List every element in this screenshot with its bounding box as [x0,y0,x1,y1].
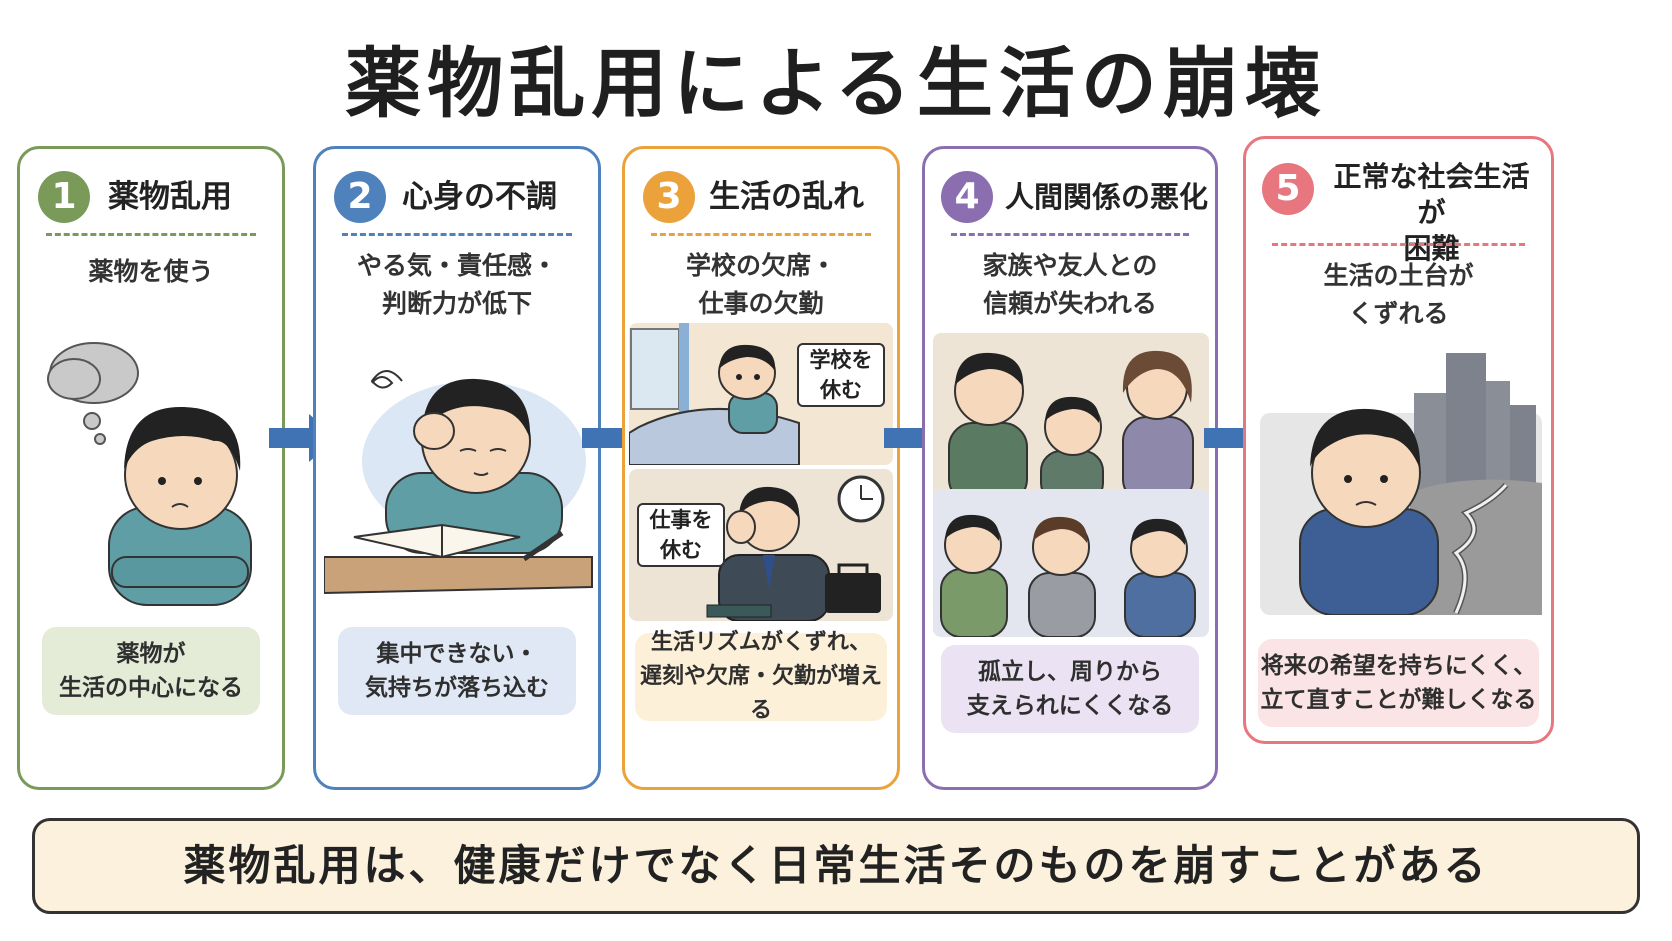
step-divider-3 [651,233,871,236]
step-result-5: 将来の希望を持ちにくく、立て直すことが難しくなる [1258,639,1539,727]
step-illustration-5 [1260,353,1542,615]
step-description-4: 家族や友人との信頼が失われる [982,251,1158,318]
step-result-2: 集中できない・気持ちが落ち込む [338,627,576,715]
step-heading-3: 生活の乱れ [709,179,864,215]
step-number-3: 3 [643,171,695,223]
summary-banner: 薬物乱用は、健康だけでなく日常生活そのものを崩すことがある [32,818,1640,914]
step-number-5: 5 [1262,163,1314,215]
step-divider-2 [342,233,572,236]
step-heading-1: 薬物乱用 [108,179,232,215]
step-result-3: 生活リズムがくずれ、遅刻や欠席・欠勤が増える [635,630,887,723]
step-number-2: 2 [334,171,386,223]
step-number-4: 4 [941,171,993,223]
step-illustration-4a [933,333,1209,503]
step-description-3: 学校の欠席・仕事の欠勤 [685,251,836,318]
sign-skip-school: 学校を休む [797,343,885,407]
step-heading-5: 正常な社会生活が困難 [1333,160,1530,265]
page-title: 薬物乱用による生活の崩壊 [345,39,1327,128]
step-description-5: 生活の土台がくずれる [1323,261,1474,328]
step-illustration-4b [933,489,1209,637]
step-heading-2: 心身の不調 [402,179,557,215]
step-divider-4 [951,233,1189,236]
step-description-2: やる気・責任感・判断力が低下 [356,251,557,318]
step-result-4: 孤立し、周りから支えられにくくなる [941,645,1199,733]
step-number-1: 1 [38,171,90,223]
step-card-4: 4 人間関係の悪化 家族や友人との信頼が失われる 孤立し、周りから支えられにくく… [922,146,1218,790]
step-card-3: 3 生活の乱れ 学校の欠席・仕事の欠勤 学校を休む 仕事を休む 生活リズムがくず… [622,146,900,790]
step-card-5: 5 正常な社会生活が困難 生活の土台がくずれる 将来の希望を持ちにくく、立て直す… [1243,136,1554,744]
step-divider-5 [1272,243,1525,246]
step-description-1: 薬物を使う [88,257,214,286]
step-card-2: 2 心身の不調 やる気・責任感・判断力が低下 集中できない・気持ちが落ち込む [313,146,601,790]
step-card-1: 1 薬物乱用 薬物を使う 薬物が生活の中心になる [17,146,285,790]
step-illustration-2 [324,370,593,595]
step-heading-4: 人間関係の悪化 [1005,180,1209,214]
step-divider-1 [46,233,256,236]
step-result-1: 薬物が生活の中心になる [42,627,260,715]
sign-skip-work: 仕事を休む [637,503,725,567]
step-illustration-1 [47,342,252,606]
